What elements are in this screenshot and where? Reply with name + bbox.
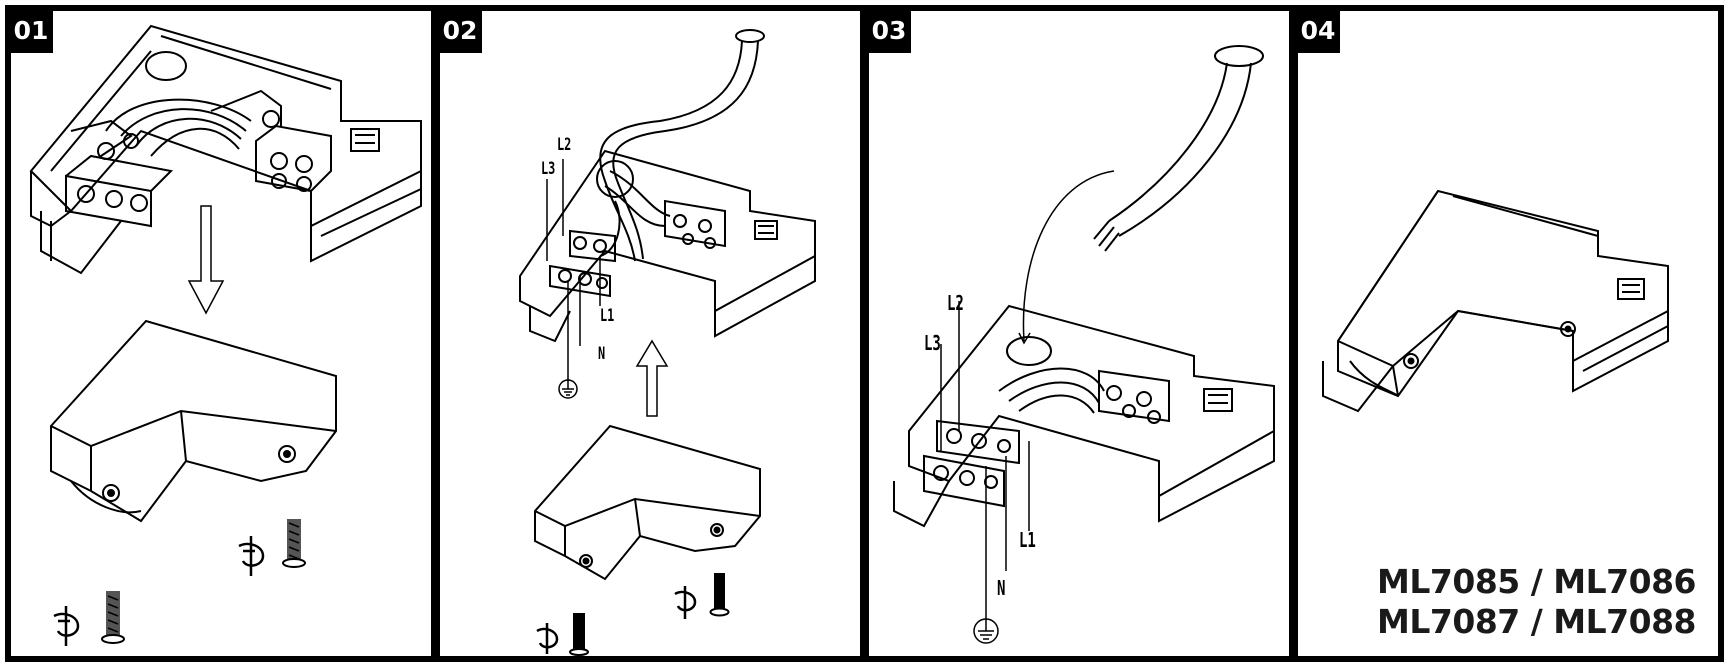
step-panel-04: 04 ML7085 / ML7086 ML7087 / ML708 xyxy=(1292,5,1724,662)
step-panel-03: 03 xyxy=(863,5,1295,662)
arrow-down-icon xyxy=(187,205,225,315)
step-number-01: 01 xyxy=(9,9,53,53)
assembled-connector xyxy=(1322,189,1669,413)
screw-icon xyxy=(282,519,306,568)
cover-piece xyxy=(534,424,761,581)
wire-leaders xyxy=(546,159,601,381)
screwdriver-icon xyxy=(536,623,559,654)
wire-label-l3: L3 xyxy=(541,159,556,179)
ground-icon xyxy=(973,618,999,644)
step-panel-02: 02 xyxy=(434,5,866,662)
step-number-02: 02 xyxy=(438,9,482,53)
screwdriver-icon xyxy=(53,606,80,646)
step-01-drawing xyxy=(29,24,422,646)
track-connector-open xyxy=(29,24,422,275)
arrow-up-icon xyxy=(635,339,669,417)
step-03-drawing xyxy=(893,45,1275,644)
wire-label-n: N xyxy=(997,576,1006,600)
step-number-03: 03 xyxy=(867,9,911,53)
model-line-1: ML7085 / ML7086 xyxy=(1377,562,1696,601)
wire-label-l2: L2 xyxy=(947,291,964,315)
ground-icon xyxy=(558,379,578,399)
screw-icon xyxy=(709,573,730,617)
wire-label-l3: L3 xyxy=(924,331,941,355)
screw-icon xyxy=(101,591,125,644)
model-line-2: ML7087 / ML7088 xyxy=(1377,602,1696,641)
track-connector-wired xyxy=(893,304,1275,528)
wire-label-l1: L1 xyxy=(1019,528,1036,552)
screw-icon xyxy=(569,613,589,656)
wire-label-n: N xyxy=(598,344,606,364)
track-connector-wired xyxy=(519,149,816,343)
cover-piece xyxy=(50,319,337,523)
screwdriver-icon xyxy=(674,586,697,619)
wire-label-l1: L1 xyxy=(600,306,615,326)
step-panel-01: 01 xyxy=(5,5,437,662)
screwdriver-icon xyxy=(238,536,265,576)
model-numbers: ML7085 / ML7086 ML7087 / ML7088 xyxy=(1377,562,1696,642)
step-02-drawing xyxy=(519,29,816,656)
power-cable xyxy=(1018,45,1264,345)
wire-leaders xyxy=(940,301,1030,621)
step-number-04: 04 xyxy=(1296,9,1340,53)
wire-label-l2: L2 xyxy=(557,135,572,155)
step-04-drawing xyxy=(1322,189,1669,413)
